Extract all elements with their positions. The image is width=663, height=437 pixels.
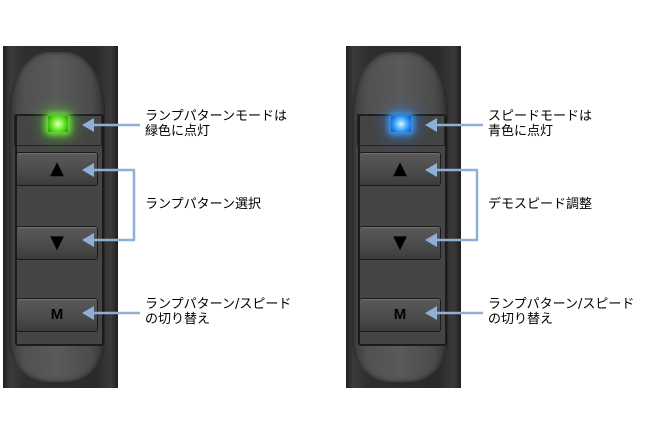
arrowhead: [82, 118, 94, 132]
down-button[interactable]: ▼: [16, 226, 98, 260]
label-line: 緑色に点灯: [145, 124, 211, 139]
green-led-indicator: [48, 116, 68, 132]
label-line: の切り替え: [145, 312, 211, 327]
up-button[interactable]: ▲: [359, 152, 441, 186]
label-m-right: ランプパターン/スピード の切り替え: [488, 297, 634, 327]
mode-button-label: M: [393, 306, 407, 323]
arrowhead: [82, 233, 94, 247]
right-remote: ▲ ▼ M: [343, 46, 461, 388]
up-button[interactable]: ▲: [16, 152, 98, 186]
down-arrow-icon: ▼: [393, 232, 407, 253]
label-m-left: ランプパターン/スピード の切り替え: [145, 297, 291, 327]
leader-arrows-right: [435, 168, 479, 242]
label-line: 青色に点灯: [488, 124, 554, 139]
arrowhead: [425, 118, 437, 132]
label-arrows-left: ランプパターン選択: [145, 197, 261, 212]
up-arrow-icon: ▲: [50, 158, 64, 179]
label-line: デモスピード調整: [488, 197, 593, 212]
arrowhead: [425, 163, 437, 177]
mode-button[interactable]: M: [16, 298, 98, 332]
label-led-right: スピードモードは 青色に点灯: [488, 109, 592, 139]
up-arrow-icon: ▲: [393, 158, 407, 179]
down-button[interactable]: ▼: [359, 226, 441, 260]
label-arrows-right: デモスピード調整: [488, 197, 592, 212]
leader-arrows-left: [92, 168, 136, 242]
label-line: ランプパターン選択: [145, 197, 261, 212]
mode-button[interactable]: M: [359, 298, 441, 332]
arrowhead: [425, 233, 437, 247]
down-arrow-icon: ▼: [50, 232, 64, 253]
label-line: ランプパターン/スピード: [488, 297, 635, 312]
arrowhead: [82, 163, 94, 177]
label-line: の切り替え: [488, 312, 554, 327]
arrowhead: [82, 306, 94, 320]
blue-led-indicator: [391, 116, 411, 132]
left-remote: ▲ ▼ M: [0, 46, 118, 388]
label-line: ランプパターンモードは: [145, 109, 287, 124]
label-led-left: ランプパターンモードは 緑色に点灯: [145, 109, 287, 139]
led-slot: [357, 114, 445, 146]
label-line: ランプパターン/スピード: [145, 297, 292, 312]
arrowhead: [425, 306, 437, 320]
led-slot: [14, 114, 102, 146]
label-line: スピードモードは: [488, 109, 593, 124]
mode-button-label: M: [50, 306, 64, 323]
